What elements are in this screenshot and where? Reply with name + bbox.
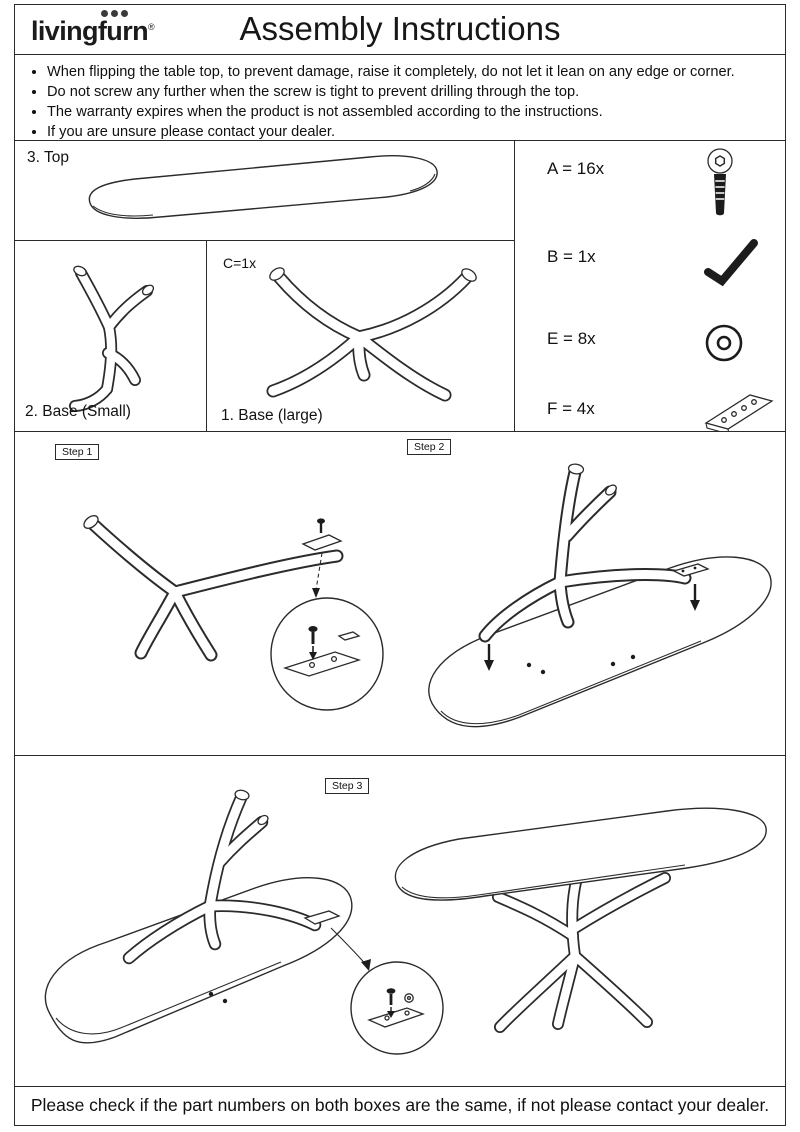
table-top-drawing [88,155,438,219]
part-base-small-cell: 2. Base (Small) [15,241,207,431]
notes-list: When flipping the table top, to prevent … [15,62,785,142]
footer: Please check if the part numbers on both… [14,1086,786,1126]
brand-logo: livingfurn® [31,16,155,47]
parts-overview: 3. Top [14,140,786,435]
part-base-large-label: 1. Base (large) [221,407,323,424]
brand-name: livingfurn [31,16,149,46]
note-item: Do not screw any further when the screw … [47,82,785,102]
base-large-drawing [266,267,477,402]
note-item: When flipping the table top, to prevent … [47,62,785,82]
footer-text: Please check if the part numbers on both… [30,1095,770,1115]
bolt-icon [707,148,733,216]
header: livingfurn® Assembly Instructions [14,4,786,56]
steps-1-2-panel: Step 1 Step 2 [14,431,786,756]
safety-notes: When flipping the table top, to prevent … [14,54,786,141]
registered-mark: ® [148,22,155,32]
hardware-a-label: A = 16x [547,159,605,178]
step-3-tag: Step 3 [325,778,370,794]
part-base-small-label: 2. Base (Small) [25,403,131,420]
hardware-list: A = 16x B = 1x E = 8x F = 4x [515,141,785,435]
step-1-tag: Step 1 [55,444,100,460]
page-title: Assembly Instructions [239,10,561,47]
hardware-f-label: F = 4x [547,399,595,418]
step3-drawing [44,789,767,1055]
allen-key-icon [704,239,758,287]
step3-fastening-drawing [44,789,444,1055]
part-top-label: 3. Top [27,149,69,166]
step1-drawing [83,515,384,711]
step-3-panel: Step 3 [14,755,786,1087]
part-c-quantity: C=1x [223,255,257,271]
note-item: The warranty expires when the product is… [47,102,785,122]
part-base-large-cell: C=1x 1. Base (large) [207,241,515,431]
mounting-plate-icon [704,394,774,435]
step1-step2-drawing [83,463,772,728]
hardware-e-label: E = 8x [547,329,596,348]
step-2-tag: Step 2 [407,439,452,455]
washer-icon [705,324,743,362]
step2-drawing [428,463,772,728]
logo-dots-icon [101,10,128,17]
finished-table-drawing [394,807,767,1033]
part-top-cell: 3. Top [15,141,515,241]
hardware-b-label: B = 1x [547,247,596,266]
note-item: If you are unsure please contact your de… [47,122,785,142]
base-small-drawing [69,265,155,412]
